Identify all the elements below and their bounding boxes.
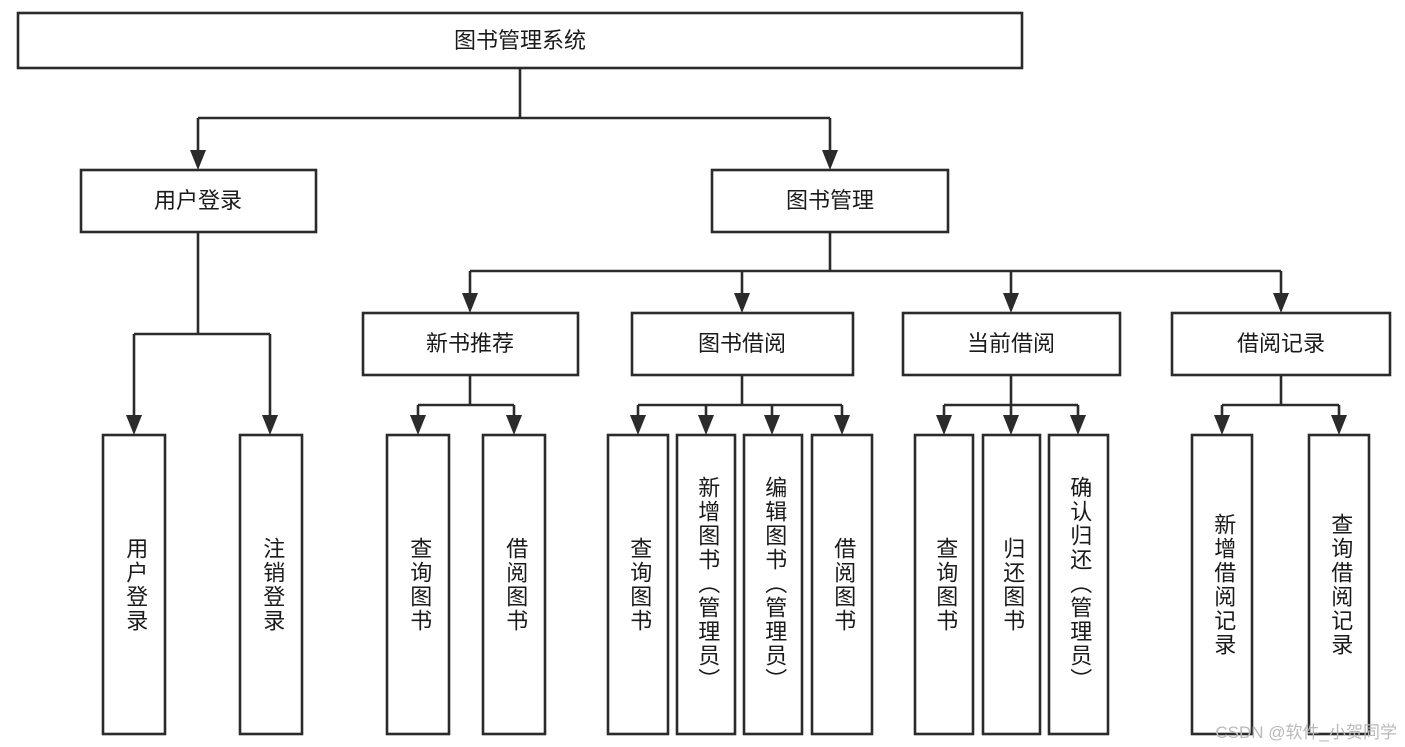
node-leaf-query-book-1-label: 查询图书 xyxy=(407,537,432,633)
node-current-borrow-box[interactable] xyxy=(901,311,1122,377)
arrow-to-book-borrow xyxy=(734,293,750,313)
node-leaf-add-record[interactable]: 新增借阅记录 xyxy=(1190,433,1254,736)
node-leaf-query-book-1-box[interactable] xyxy=(385,433,451,736)
node-book-borrow[interactable]: 图书借阅 xyxy=(630,311,855,377)
node-leaf-add-book-label: 新增图书（管理员） xyxy=(695,476,720,692)
node-leaf-edit-book-label: 编辑图书（管理员） xyxy=(762,476,787,692)
arrow-to-leaf-return-book xyxy=(1003,415,1019,435)
node-leaf-user-logout[interactable]: 注销登录 xyxy=(238,433,304,736)
node-leaf-user-logout-label: 注销登录 xyxy=(260,537,285,633)
node-book-management-box[interactable] xyxy=(710,168,950,234)
node-leaf-confirm-return-box[interactable] xyxy=(1047,433,1110,736)
arrow-to-user-login xyxy=(190,150,206,170)
node-borrow-record-label: 借阅记录 xyxy=(1237,331,1325,356)
edge-group-book-management-children xyxy=(462,232,1289,313)
arrow-to-leaf-query-book-2 xyxy=(630,415,646,435)
node-leaf-confirm-return-label: 确认归还（管理员） xyxy=(1067,476,1092,692)
node-user-login-box[interactable] xyxy=(79,168,318,234)
node-leaf-query-book-2[interactable]: 查询图书 xyxy=(606,433,670,736)
node-leaf-borrow-book-2[interactable]: 借阅图书 xyxy=(810,433,874,736)
node-root-label: 图书管理系统 xyxy=(454,28,586,53)
node-root-box[interactable] xyxy=(16,11,1024,70)
node-leaf-return-book-box[interactable] xyxy=(981,433,1042,736)
node-leaf-borrow-book-2-label: 借阅图书 xyxy=(831,537,856,633)
node-leaf-query-book-3-label: 查询图书 xyxy=(933,537,958,633)
node-book-management[interactable]: 图书管理 xyxy=(710,168,950,234)
node-user-login[interactable]: 用户登录 xyxy=(79,168,318,234)
node-borrow-record-box[interactable] xyxy=(1170,311,1392,377)
node-current-borrow[interactable]: 当前借阅 xyxy=(901,311,1122,377)
node-user-login-label: 用户登录 xyxy=(154,188,242,213)
edge-group-root-to-level2 xyxy=(190,68,838,170)
arrow-to-borrow-record xyxy=(1273,293,1289,313)
arrow-to-leaf-user-logout xyxy=(262,415,278,435)
node-leaf-query-book-1[interactable]: 查询图书 xyxy=(385,433,451,736)
edge-group-borrow-record-children xyxy=(1214,375,1347,435)
arrow-to-leaf-add-record xyxy=(1214,415,1230,435)
arrow-to-leaf-edit-book xyxy=(764,415,780,435)
node-book-borrow-box[interactable] xyxy=(630,311,855,377)
node-leaf-return-book-label: 归还图书 xyxy=(1000,537,1025,633)
arrow-to-leaf-query-record xyxy=(1331,415,1347,435)
node-current-borrow-label: 当前借阅 xyxy=(967,331,1055,356)
node-leaf-query-book-3-box[interactable] xyxy=(913,433,975,736)
edge-group-book-borrow-children xyxy=(630,375,850,435)
arrow-to-leaf-query-book-1 xyxy=(410,415,426,435)
node-leaf-user-login[interactable]: 用户登录 xyxy=(101,433,167,736)
arrow-to-current-borrow xyxy=(1003,293,1019,313)
node-leaf-add-book[interactable]: 新增图书（管理员） xyxy=(675,433,737,736)
arrow-to-leaf-user-login xyxy=(126,415,142,435)
node-leaf-user-login-label: 用户登录 xyxy=(123,537,148,633)
node-leaf-add-book-box[interactable] xyxy=(675,433,737,736)
node-root[interactable]: 图书管理系统 xyxy=(16,11,1024,70)
arrow-to-leaf-borrow-book-2 xyxy=(834,415,850,435)
arrow-to-leaf-add-book xyxy=(698,415,714,435)
node-new-book-recommend[interactable]: 新书推荐 xyxy=(361,311,580,377)
node-book-borrow-label: 图书借阅 xyxy=(698,331,786,356)
node-leaf-query-book-3[interactable]: 查询图书 xyxy=(913,433,975,736)
node-leaf-borrow-book-1-box[interactable] xyxy=(481,433,547,736)
node-leaf-user-login-box[interactable] xyxy=(101,433,167,736)
edge-group-user-login-children xyxy=(126,232,278,435)
node-leaf-query-record[interactable]: 查询借阅记录 xyxy=(1307,433,1371,736)
node-leaf-edit-book-box[interactable] xyxy=(742,433,804,736)
arrow-to-leaf-query-book-3 xyxy=(936,415,952,435)
csdn-watermark: CSDN @软件_小贺同学 xyxy=(1215,723,1397,742)
node-leaf-query-book-2-box[interactable] xyxy=(606,433,670,736)
node-new-book-recommend-label: 新书推荐 xyxy=(426,331,514,356)
node-leaf-edit-book[interactable]: 编辑图书（管理员） xyxy=(742,433,804,736)
node-book-management-label: 图书管理 xyxy=(786,188,874,213)
node-leaf-return-book[interactable]: 归还图书 xyxy=(981,433,1042,736)
node-leaf-user-logout-box[interactable] xyxy=(238,433,304,736)
node-leaf-add-record-box[interactable] xyxy=(1190,433,1254,736)
edge-group-current-borrow-children xyxy=(936,375,1086,435)
node-leaf-query-record-box[interactable] xyxy=(1307,433,1371,736)
node-borrow-record[interactable]: 借阅记录 xyxy=(1170,311,1392,377)
node-leaf-query-book-2-label: 查询图书 xyxy=(627,537,652,633)
node-leaf-borrow-book-2-box[interactable] xyxy=(810,433,874,736)
node-leaf-borrow-book-1-label: 借阅图书 xyxy=(503,537,528,633)
arrow-to-leaf-confirm-return xyxy=(1070,415,1086,435)
arrow-to-leaf-borrow-book-1 xyxy=(506,415,522,435)
node-leaf-add-record-label: 新增借阅记录 xyxy=(1211,513,1236,657)
node-leaf-query-record-label: 查询借阅记录 xyxy=(1328,513,1353,657)
node-leaf-confirm-return[interactable]: 确认归还（管理员） xyxy=(1047,433,1110,736)
node-leaf-borrow-book-1[interactable]: 借阅图书 xyxy=(481,433,547,736)
node-new-book-recommend-box[interactable] xyxy=(361,311,580,377)
arrow-to-book-management xyxy=(822,150,838,170)
edge-group-new-book-children xyxy=(410,375,522,435)
arrow-to-new-book-recommend xyxy=(462,293,478,313)
